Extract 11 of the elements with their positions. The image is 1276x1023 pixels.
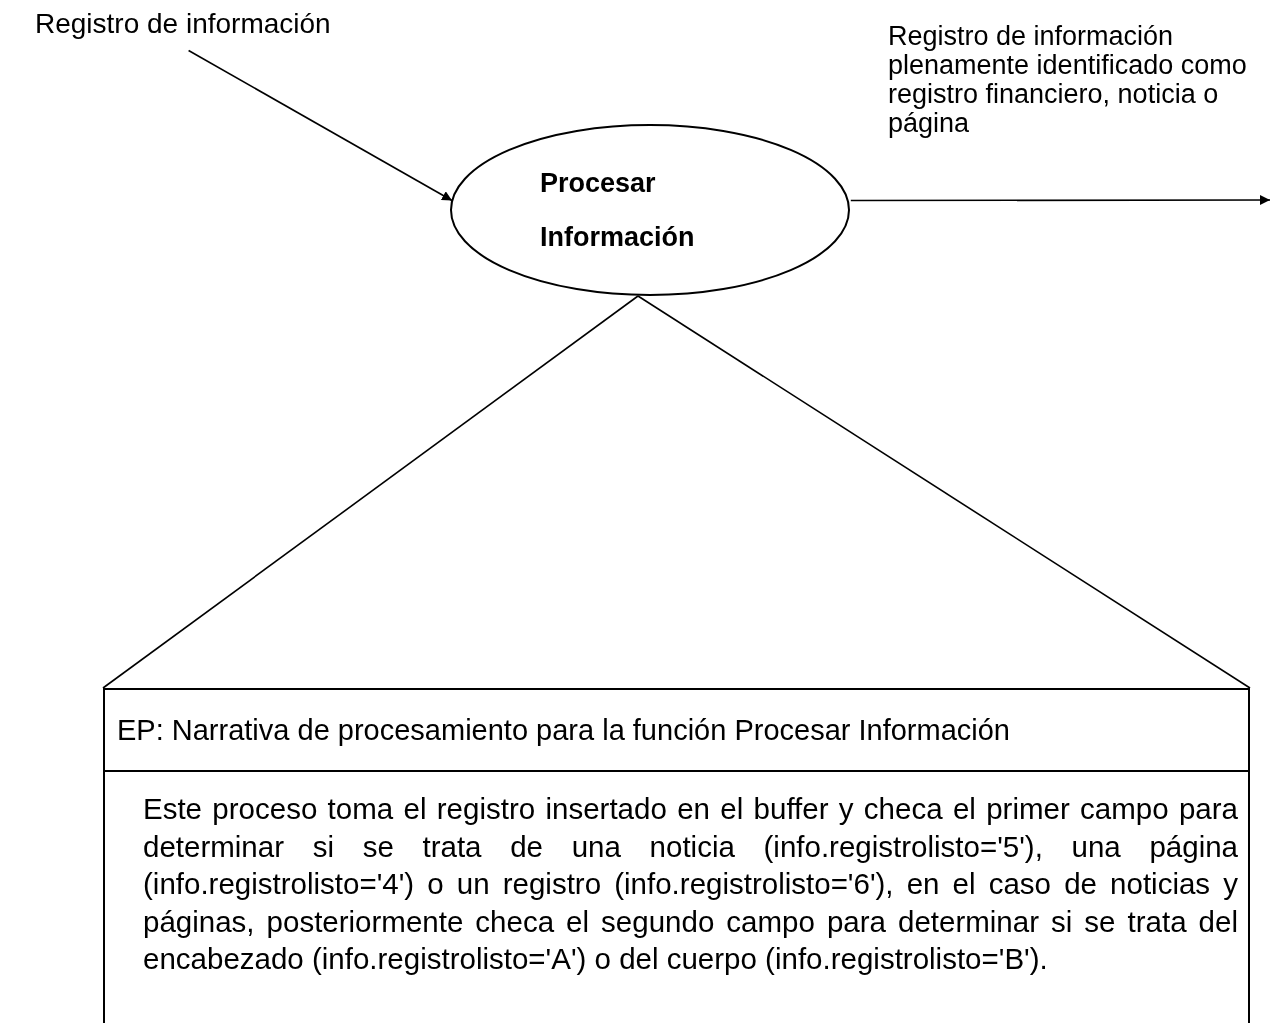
connector-line xyxy=(637,295,1251,689)
panel-heading: EP: Narrativa de procesamiento para la función Procesar Información xyxy=(117,714,1010,746)
arrow xyxy=(187,49,453,202)
process-ellipse xyxy=(450,124,850,296)
arrow xyxy=(850,195,1271,205)
process-name: Procesar Información xyxy=(540,167,696,254)
connector-line xyxy=(102,295,639,689)
narrative-paragraph: Este proceso toma el registro insertado en el buffer y checa el primer campo para determinar si se trata de una noticia (info.registrolisto='5'), una página (info.registrolisto='4') o un registro (info.registrolisto='6'), en el caso de noticias y páginas, posteriormente checa el segundo campo para determinar si se trata del encabezado (info.registrolisto='A') o del cuerpo (info.registrolisto='B'). xyxy=(142,791,1239,977)
input-label: Registro de información xyxy=(35,8,355,42)
narrative-panel xyxy=(103,688,1250,1023)
edge-label: Registro de información plenamente identificado como registro financiero, noticia o página xyxy=(888,22,1248,138)
